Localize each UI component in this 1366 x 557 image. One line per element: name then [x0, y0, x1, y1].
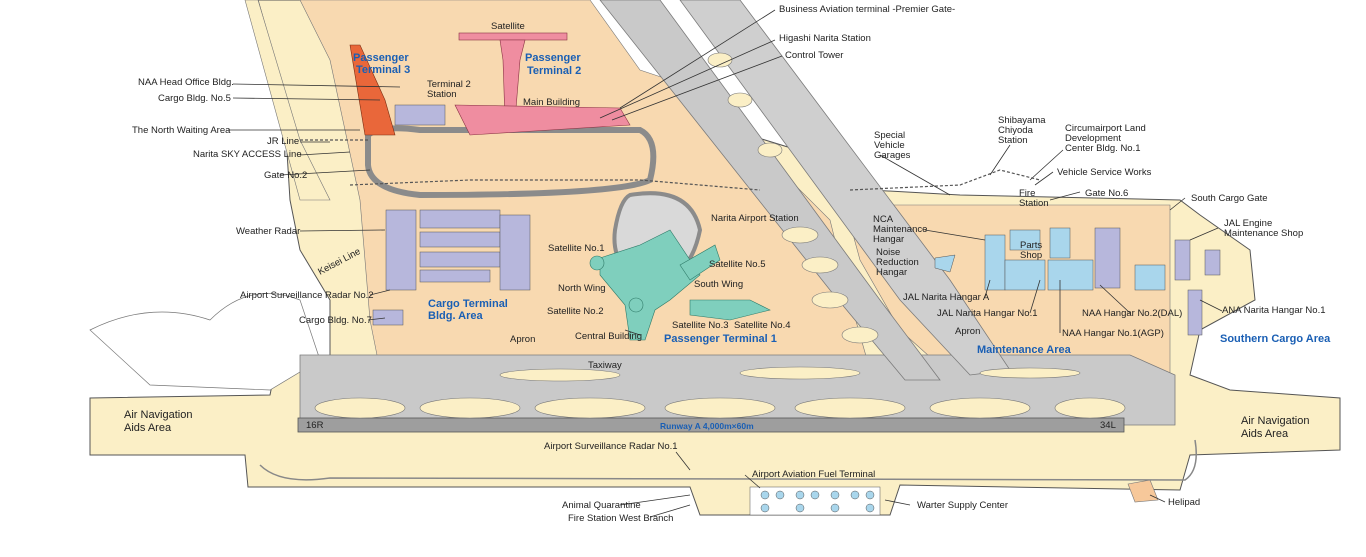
fire-station-label-line2: Station [1019, 198, 1049, 209]
control-tower-label: Control Tower [785, 50, 843, 61]
shibayama-label-line3: Station [998, 135, 1028, 146]
terminal2-satellite [458, 32, 568, 41]
gate6-label: Gate No.6 [1085, 188, 1128, 199]
terminal2-station-label-line2: Station [427, 89, 457, 100]
special-vehicle-label-line2: Vehicle [874, 140, 905, 151]
jal-engine-label-line1: JAL Engine [1224, 218, 1272, 229]
facility-labels: Satellite Business Aviation terminal -Pr… [132, 4, 1326, 524]
south-cargo-gate-label: South Cargo Gate [1191, 193, 1268, 204]
shibayama-label-line2: Chiyoda [998, 125, 1034, 136]
cargo-terminal-label-line2: Bldg. Area [428, 310, 483, 322]
noise-hangar-label-line2: Reduction [876, 257, 919, 268]
main-building-label: Main Building [523, 97, 580, 108]
satellite4-label: Satellite No.4 [734, 320, 791, 331]
noise-hangar-label-line3: Hangar [876, 267, 907, 278]
helipad-label: Helipad [1168, 497, 1200, 508]
special-vehicle-label-line3: Garages [874, 150, 911, 161]
special-vehicle-label-line1: Special [874, 130, 905, 141]
satellite2-label: Satellite No.2 [547, 306, 604, 317]
central-building-label: Central Building [575, 331, 642, 342]
fuel-terminal [749, 486, 881, 516]
apron-left-label: Apron [510, 334, 535, 345]
weather-radar-label: Weather Radar [236, 226, 300, 237]
satellite3-label: Satellite No.3 [672, 320, 729, 331]
taxiway-label: Taxiway [588, 360, 622, 371]
satellite1-label: Satellite No.1 [548, 243, 605, 254]
water-supply-label: Warter Supply Center [917, 500, 1008, 511]
circumairport-label-line3: Center Bldg. No.1 [1065, 143, 1141, 154]
southern-cargo-area-label: Southern Cargo Area [1220, 333, 1331, 345]
passenger-terminal-2-label-line2: Terminal 2 [527, 65, 581, 77]
fire-station-label-line1: Fire [1019, 188, 1035, 199]
surveillance-radar-1-label: Airport Surveillance Radar No.1 [544, 441, 678, 452]
circumairport-label-line1: Circumairport Land [1065, 123, 1146, 134]
rail-lines [300, 139, 1041, 191]
jal-hangar-1-label: JAL Narita Hangar No.1 [937, 308, 1038, 319]
helipad-shape [1127, 479, 1159, 503]
runway-end-left: 16R [306, 420, 324, 431]
area-titles: Passenger Terminal 3 Passenger Terminal … [124, 52, 1331, 440]
air-nav-left-label-line2: Aids Area [124, 422, 172, 434]
north-waiting-label: The North Waiting Area [132, 125, 231, 136]
apron-right-label: Apron [955, 326, 980, 337]
naa-hangar-1-label: NAA Hangar No.1(AGP) [1062, 328, 1164, 339]
cargo-terminal-label-line1: Cargo Terminal [428, 298, 508, 310]
north-wing-label: North Wing [558, 283, 606, 294]
maintenance-buildings [934, 227, 1166, 291]
jal-hangar-a-label: JAL Narita Hangar A [903, 292, 990, 303]
terminal2-main-building [454, 104, 631, 136]
noise-hangar-label-line1: Noise [876, 247, 900, 258]
jal-engine-label-line2: Maintenance Shop [1224, 228, 1303, 239]
maintenance-area-label: Maintenance Area [977, 344, 1072, 356]
runway-end-right: 34L [1100, 420, 1116, 431]
terminal-3 [349, 44, 446, 136]
circumairport-label-line2: Development [1065, 133, 1121, 144]
passenger-terminal-3-label-line2: Terminal 3 [356, 64, 410, 76]
air-nav-right-label-line2: Aids Area [1241, 428, 1289, 440]
nca-hangar-label-line3: Hangar [873, 234, 904, 245]
south-wing-label: South Wing [694, 279, 743, 290]
ana-hangar-1-label: ANA Narita Hangar No.1 [1222, 305, 1326, 316]
nca-hangar-label-line2: Maintenance [873, 224, 927, 235]
jr-line-label: JR Line [267, 136, 299, 147]
taxiway-islands [314, 52, 1126, 419]
air-nav-right-label-line1: Air Navigation [1241, 415, 1309, 427]
animal-quarantine-label: Animal Quarantine [562, 500, 641, 511]
passenger-terminal-3-label-line1: Passenger [353, 52, 409, 64]
terminal2-station-label-line1: Terminal 2 [427, 79, 471, 90]
cargo-bldg-7-label: Cargo Bldg. No.7 [299, 315, 372, 326]
cargo-buildings [372, 209, 531, 326]
passenger-terminal-2-label-line1: Passenger [525, 52, 581, 64]
fire-station-west-label: Fire Station West Branch [568, 513, 673, 524]
runway-label: Runway A 4,000m×60m [660, 421, 754, 431]
air-nav-left-label-line1: Air Navigation [124, 409, 192, 421]
higashi-narita-label: Higashi Narita Station [779, 33, 871, 44]
naa-hangar-2-label: NAA Hangar No.2(DAL) [1082, 308, 1182, 319]
sky-access-label: Narita SKY ACCESS Line [193, 149, 302, 160]
parts-shop-label-line1: Parts [1020, 240, 1042, 251]
nca-hangar-label-line1: NCA [873, 214, 894, 225]
vehicle-service-label: Vehicle Service Works [1057, 167, 1152, 178]
surveillance-radar-2-label: Airport Surveillance Radar No.2 [240, 290, 374, 301]
terminal-2 [454, 32, 631, 136]
satellite5-label: Satellite No.5 [709, 259, 766, 270]
terminal-1 [589, 229, 771, 341]
fuel-terminal-label: Airport Aviation Fuel Terminal [752, 469, 875, 480]
shibayama-label-line1: Shibayama [998, 115, 1046, 126]
passenger-terminal-1-label: Passenger Terminal 1 [664, 333, 777, 345]
southern-cargo-buildings [1094, 227, 1221, 336]
parts-shop-label-line2: Shop [1020, 250, 1042, 261]
narita-airport-station-label: Narita Airport Station [711, 213, 799, 224]
gate2-label: Gate No.2 [264, 170, 307, 181]
naa-head-office-label: NAA Head Office Bldg. [138, 77, 234, 88]
leader-lines [228, 9, 1223, 518]
cargo-bldg-5-label: Cargo Bldg. No.5 [158, 93, 231, 104]
business-aviation-label: Business Aviation terminal -Premier Gate… [779, 4, 955, 15]
satellite-label: Satellite [491, 21, 525, 32]
